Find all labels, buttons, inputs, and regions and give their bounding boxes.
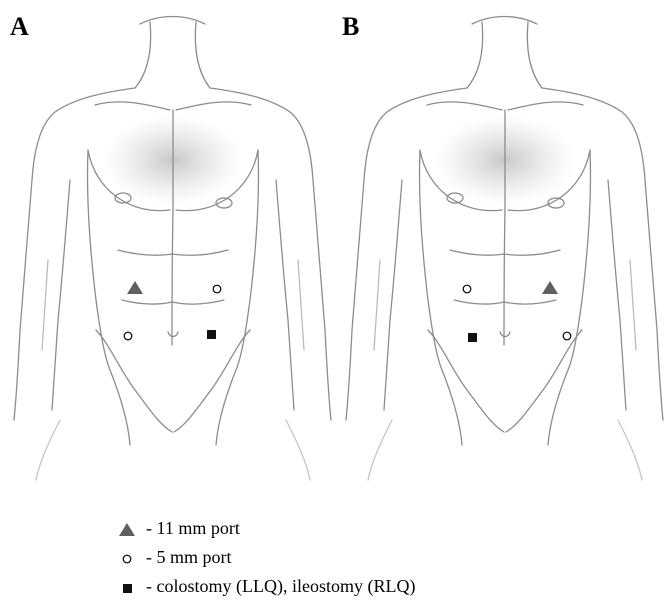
legend-item-stoma: - colostomy (LLQ), ileostomy (RLQ) [118, 572, 618, 601]
legend-item-11mm-port: - 11 mm port [118, 514, 618, 543]
panel-label-b: B [342, 12, 359, 42]
stoma-square-a [207, 330, 216, 339]
circle-icon [118, 548, 144, 568]
square-icon [118, 577, 144, 597]
triangle-icon [118, 519, 144, 539]
legend-label: - 11 mm port [146, 518, 240, 539]
port-11mm-b [542, 281, 558, 294]
legend-item-5mm-port: - 5 mm port [118, 543, 618, 572]
port-5mm-a-2 [124, 332, 132, 340]
panel-b: B [332, 0, 664, 505]
panel-a: A [0, 0, 332, 505]
panel-label-a: A [10, 12, 29, 42]
legend: - 11 mm port - 5 mm port - colostomy (LL… [118, 514, 618, 601]
stoma-square-b [468, 333, 477, 342]
port-5mm-a-1 [213, 285, 221, 293]
port-11mm-a [127, 281, 143, 294]
legend-label: - colostomy (LLQ), ileostomy (RLQ) [146, 576, 415, 597]
torso-illustration-b [332, 0, 664, 505]
legend-label: - 5 mm port [146, 547, 232, 568]
port-5mm-b-1 [463, 285, 471, 293]
port-5mm-b-2 [563, 332, 571, 340]
torso-illustration-a [0, 0, 332, 505]
